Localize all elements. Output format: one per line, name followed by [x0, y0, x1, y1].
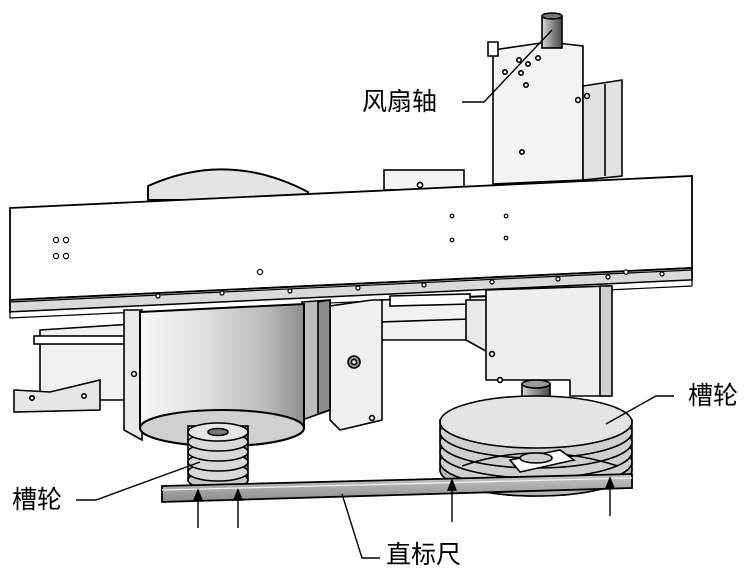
left-bracket — [13, 323, 133, 413]
straight-ruler — [161, 473, 633, 503]
measurement-arrows — [192, 476, 616, 528]
left-sheave — [187, 422, 249, 490]
motor-mount — [123, 299, 331, 442]
fan-shaft-label: 风扇轴 — [362, 87, 438, 116]
leader-lines — [76, 29, 674, 559]
straight-ruler-label: 直标尺 — [386, 540, 462, 569]
upper-bracket — [383, 41, 623, 191]
right-sheave-label: 槽轮 — [688, 381, 739, 410]
lower-bracket — [329, 285, 613, 431]
fan-shaft — [541, 12, 563, 49]
housing-dome — [147, 168, 309, 201]
left-sheave-label: 槽轮 — [12, 485, 63, 514]
